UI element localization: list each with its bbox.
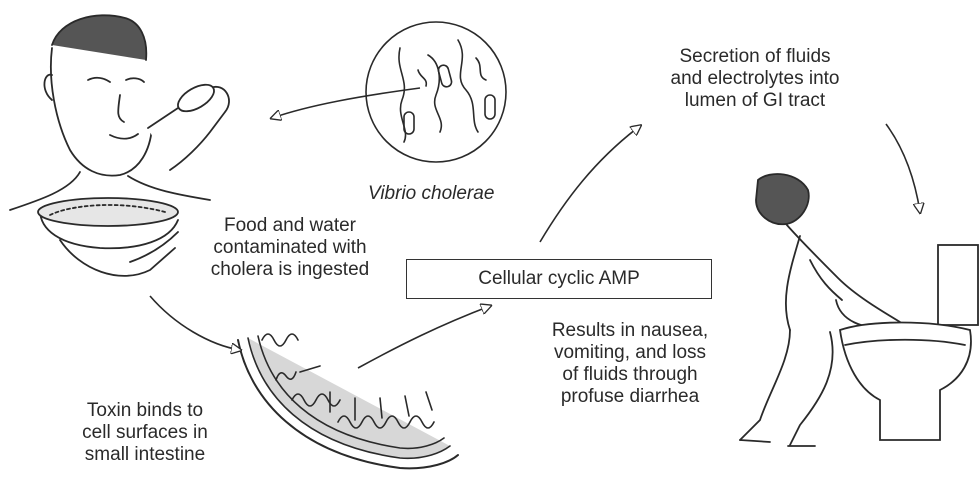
secretion-line-2: and electrolytes into [640,68,870,90]
intestine-section [238,334,458,468]
toxin-line-3: small intestine [55,444,235,466]
results-line-3: of fluids through [535,364,725,386]
vibrio-label: Vibrio cholerae [368,183,494,205]
secretion-line-1: Secretion of fluids [640,46,870,68]
cyclic-amp-label: Cellular cyclic AMP [478,268,640,290]
toxin-label: Toxin binds to cell surfaces in small in… [55,400,235,466]
cyclic-amp-box: Cellular cyclic AMP [406,259,712,299]
ingestion-label: Food and water contaminated with cholera… [190,215,390,281]
ingestion-line-1: Food and water [190,215,390,237]
secretion-line-3: lumen of GI tract [640,90,870,112]
ingestion-line-2: contaminated with [190,237,390,259]
results-line-4: profuse diarrhea [535,386,725,408]
arrow-man-to-intestine [150,296,240,350]
arrow-secretion-to-person [886,124,920,212]
results-label: Results in nausea, vomiting, and loss of… [535,320,725,408]
secretion-label: Secretion of fluids and electrolytes int… [640,46,870,112]
toxin-line-2: cell surfaces in [55,422,235,444]
results-line-1: Results in nausea, [535,320,725,342]
ingestion-line-3: cholera is ingested [190,259,390,281]
arrow-intestine-to-amp [358,306,490,368]
person-on-toilet [740,174,978,446]
results-line-2: vomiting, and loss [535,342,725,364]
arrow-amp-to-secretion [540,126,640,242]
toxin-line-1: Toxin binds to [55,400,235,422]
